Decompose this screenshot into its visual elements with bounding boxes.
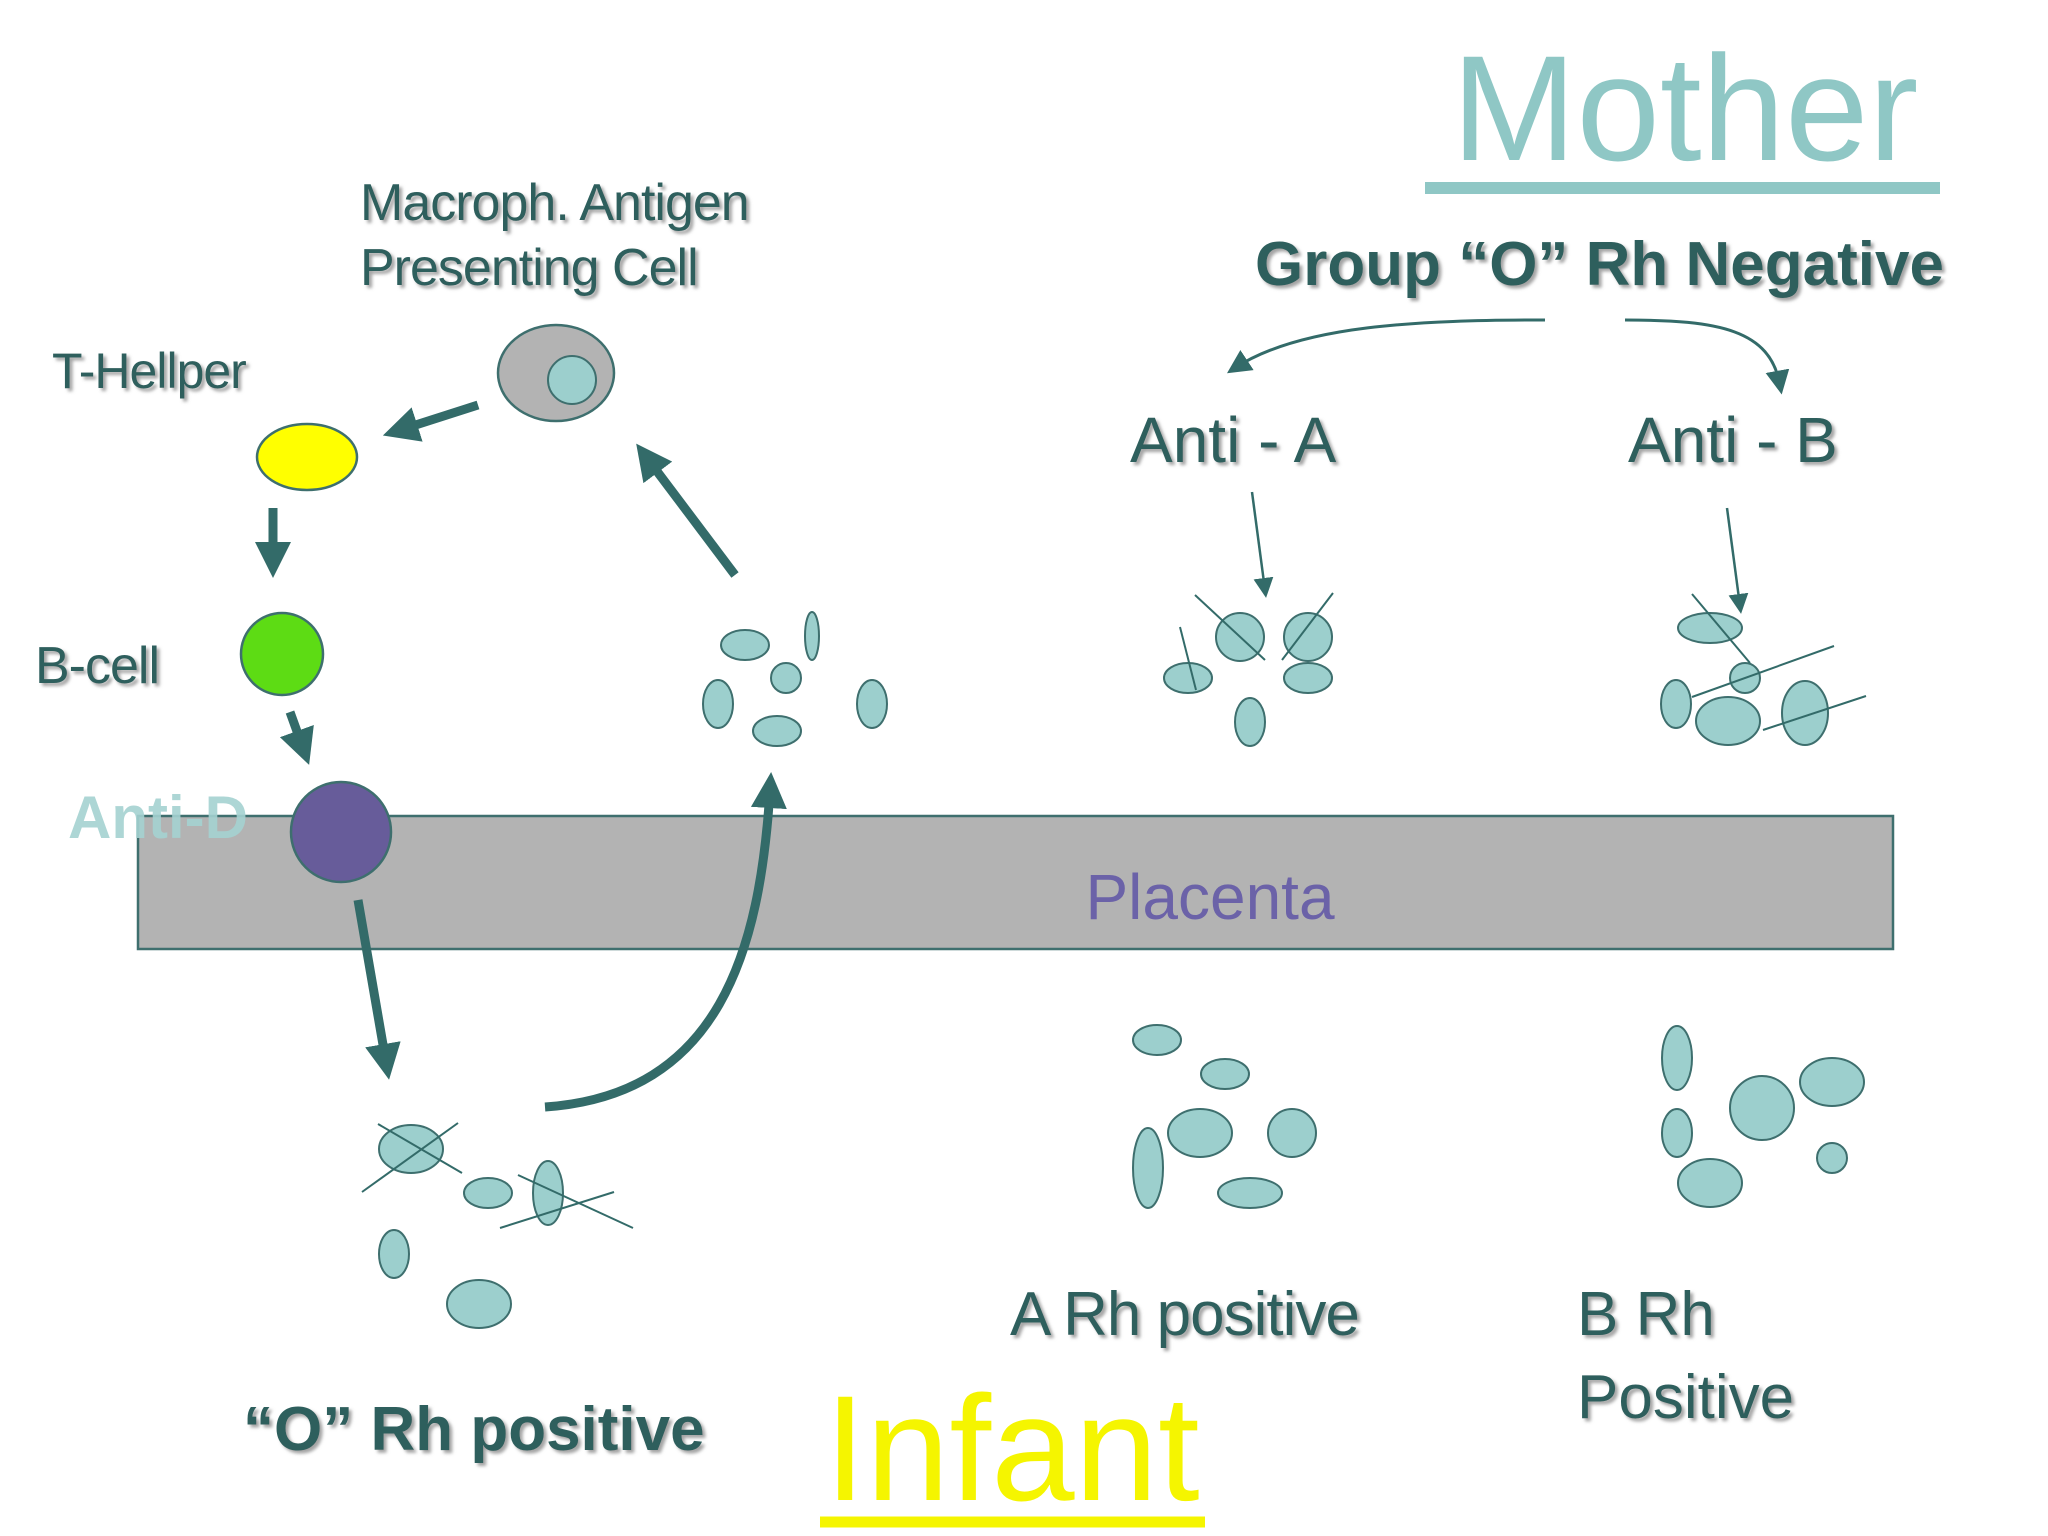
b-cell [239, 611, 325, 697]
mother-group-label: Group “O” Rh Negative [1255, 230, 1944, 299]
rbc-cell [378, 1124, 444, 1174]
rbc-cell [1234, 697, 1266, 747]
rbc-cell [1729, 1075, 1795, 1141]
anti-a-cell-cluster [1163, 612, 1333, 747]
rbc-cell [1799, 1057, 1865, 1107]
rbc-cell [463, 1177, 513, 1209]
rbc-cell [1132, 1024, 1182, 1056]
rbc-cell [1660, 679, 1692, 729]
arrow-b-cell-to-anti-d [279, 710, 314, 765]
rbc-cell [446, 1279, 512, 1329]
rbc-cell [1816, 1142, 1848, 1174]
t-helper-cell [255, 422, 359, 492]
infant-b-pos-label-line1: B Rh [1577, 1280, 1715, 1349]
rbc-cell [1267, 1108, 1317, 1158]
maternal-rbc-cluster [702, 611, 888, 747]
rbc-cell [720, 629, 770, 661]
placenta-label: Placenta [1085, 861, 1334, 933]
rbc-cell [1695, 696, 1761, 746]
infant-title: Infant [824, 1364, 1199, 1532]
placenta-bar [136, 814, 1895, 951]
infant-a-pos-cell-cluster [1132, 1024, 1317, 1209]
rbc-cell [378, 1229, 410, 1279]
rbc-cell [1677, 612, 1743, 644]
t-helper-label: T-Hellper [52, 343, 246, 399]
macrophage-label-line1: Macroph. Antigen [360, 174, 749, 232]
mother-title: Mother [1452, 24, 1919, 192]
arrow-infant-cells-to-maternal [544, 772, 787, 1112]
infant-b-pos-cell-cluster [1661, 1025, 1865, 1208]
rbc-cell [804, 611, 820, 661]
rbc-cell [1661, 1108, 1693, 1158]
infant-b-pos-label-line2: Positive [1577, 1363, 1794, 1432]
arrow-anti-b-to-cells [1725, 507, 1749, 614]
rbc-cell [1167, 1108, 1233, 1158]
infant-o-pos-cell-cluster [378, 1124, 564, 1329]
rbc-cell [1283, 662, 1333, 694]
rbc-cell [1132, 1127, 1164, 1209]
rbc-cell [1217, 1177, 1283, 1209]
rbc-cell [1661, 1025, 1693, 1091]
arrow-cells-to-macrophage [636, 443, 739, 578]
anti-a-label: Anti - A [1130, 404, 1337, 476]
infant-a-pos-label: A Rh positive [1010, 1280, 1359, 1349]
b-cell-label: B-cell [35, 637, 159, 695]
infant-o-pos-strike-lines [361, 1122, 634, 1229]
rbc-cell [770, 662, 802, 694]
rbc-cell [752, 715, 802, 747]
rbc-cell [1283, 612, 1333, 662]
rbc-cell [702, 679, 734, 729]
anti-b-label: Anti - B [1628, 404, 1838, 476]
macrophage-label-line2: Presenting Cell [360, 239, 698, 297]
anti-a-strike-lines [1179, 592, 1334, 691]
arrow-group-to-anti-b [1624, 318, 1790, 395]
infant-o-pos-label: “O” Rh positive [243, 1395, 705, 1464]
rbc-cell [1200, 1058, 1250, 1090]
rbc-cell [856, 679, 888, 729]
anti-b-strike-lines [1691, 593, 1867, 731]
arrow-anti-d-to-infant-cells [353, 899, 401, 1080]
arrow-macrophage-to-t-helper [382, 400, 480, 442]
arrow-group-to-anti-a [1226, 318, 1546, 374]
macrophage-nucleus [547, 355, 597, 405]
rbc-cell [1781, 680, 1829, 746]
rbc-cell [1163, 662, 1213, 694]
anti-d-cell [289, 780, 393, 884]
rbc-cell [1677, 1158, 1743, 1208]
anti-d-label: Anti-D [68, 784, 248, 851]
rbc-cell [532, 1160, 564, 1226]
arrow-anti-a-to-cells [1250, 491, 1274, 598]
